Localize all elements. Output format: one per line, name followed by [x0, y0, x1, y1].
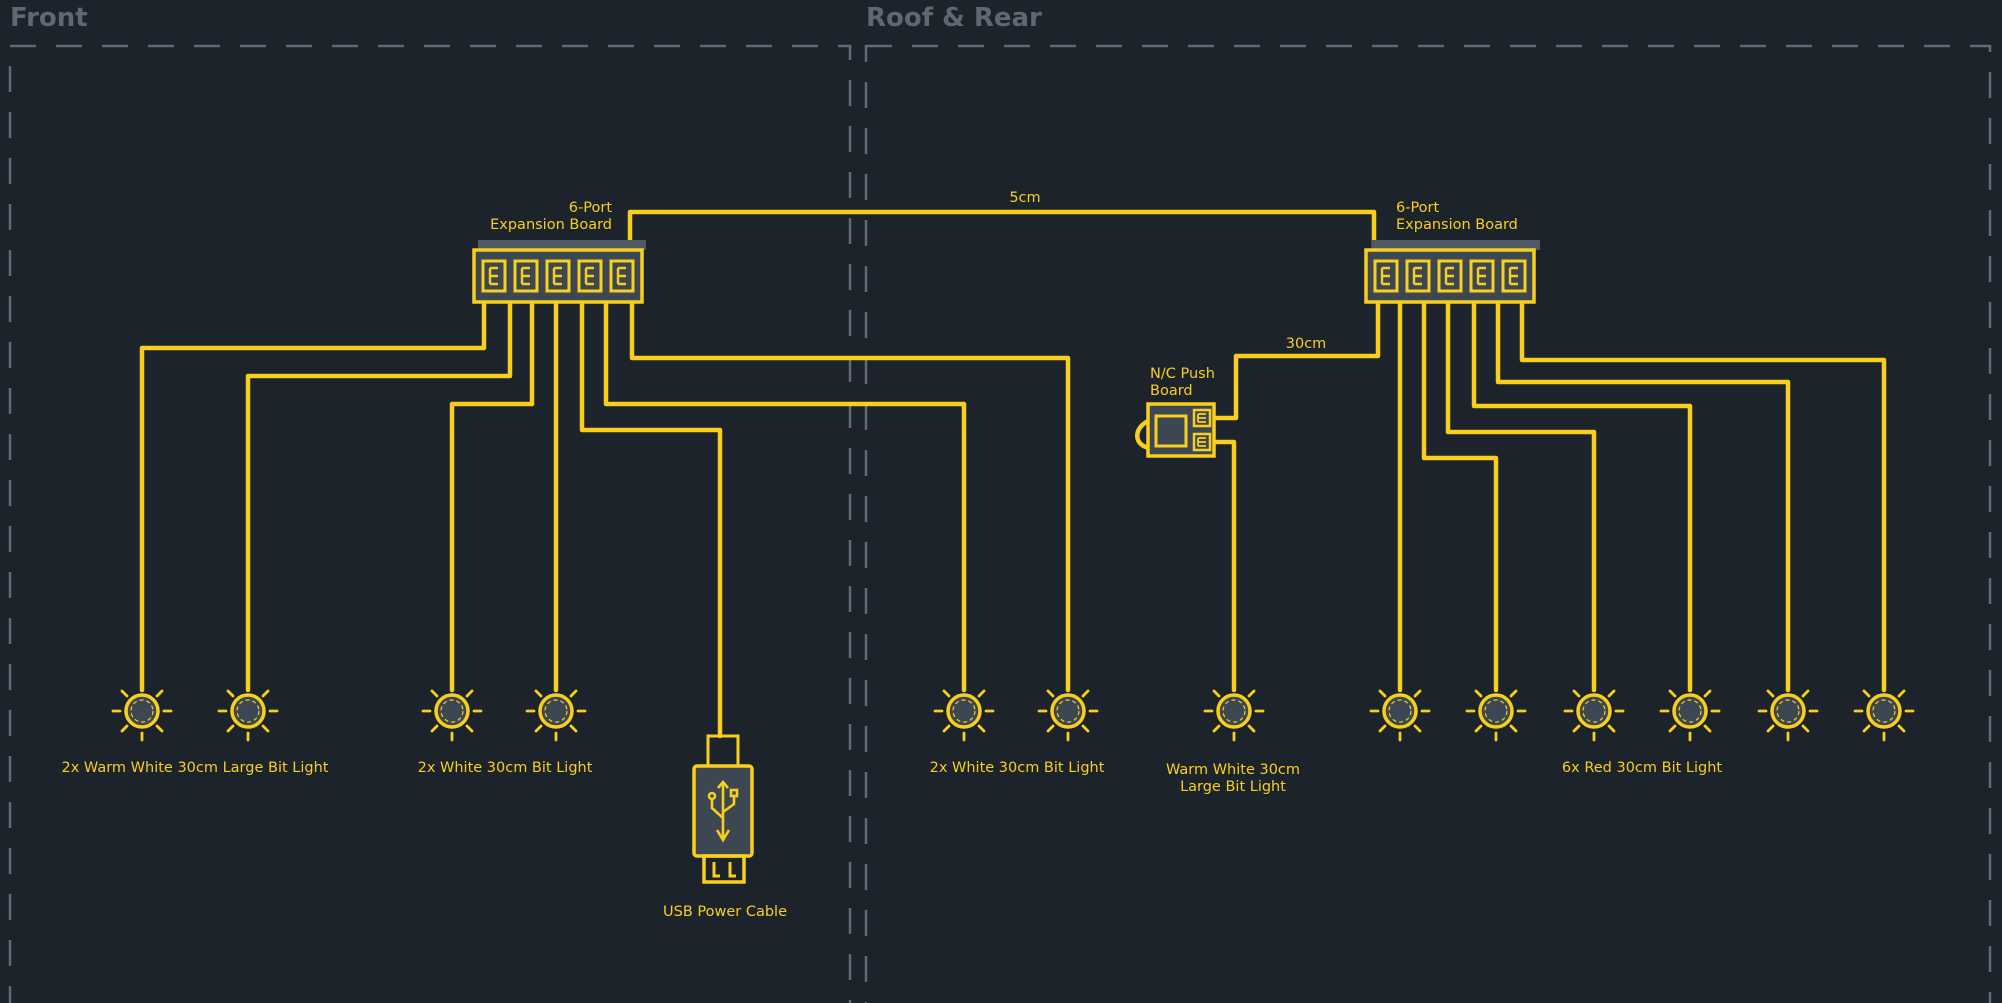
port-icon	[481, 259, 507, 293]
wire-front-white-1	[449, 299, 535, 693]
label-rear-warm-white-line2: Large Bit Light	[1180, 779, 1286, 795]
zone-rear-border	[864, 44, 1992, 1003]
cable-length-top: 5cm	[1009, 190, 1040, 206]
zone-front-border	[8, 44, 852, 1003]
label-rear-white: 2x White 30cm Bit Light	[930, 760, 1105, 776]
port-icon	[1405, 259, 1431, 293]
cable-length-push: 30cm	[1286, 336, 1327, 352]
wire-front-rear-white-2	[629, 299, 1071, 693]
wire-red-2	[1421, 299, 1499, 693]
lights	[111, 680, 1915, 742]
expansion-board-icon	[478, 240, 646, 250]
wire-red-5	[1495, 299, 1791, 693]
label-front-white: 2x White 30cm Bit Light	[418, 760, 593, 776]
front-board-label-line2: Expansion Board	[490, 217, 612, 233]
rear-board-label-line2: Expansion Board	[1396, 217, 1518, 233]
wire-front-warm-1	[139, 299, 487, 693]
port-icon	[577, 259, 603, 293]
usb-power-cable	[692, 734, 754, 884]
label-front-warm-white: 2x Warm White 30cm Large Bit Light	[62, 760, 329, 776]
usb-symbol-icon	[707, 779, 739, 843]
port-icon	[545, 259, 571, 293]
wire-red-4	[1471, 299, 1693, 693]
wire-usb	[579, 299, 723, 739]
wire-red-6	[1519, 299, 1887, 693]
port-icon	[1437, 259, 1463, 293]
label-rear-red: 6x Red 30cm Bit Light	[1562, 760, 1723, 776]
push-button-icon	[1154, 414, 1188, 448]
label-usb-power-cable: USB Power Cable	[663, 904, 787, 920]
wire-front-link	[627, 209, 1377, 251]
rear-expansion-board: 6-Port Expansion Board	[1364, 200, 1540, 304]
port-icon	[1501, 259, 1527, 293]
front-expansion-board: 6-Port Expansion Board	[472, 200, 646, 304]
wire-push-link	[1211, 299, 1381, 421]
port-icon	[513, 259, 539, 293]
port-icon	[1469, 259, 1495, 293]
push-board-label-line2: Board	[1150, 383, 1193, 399]
port-icon	[1373, 259, 1399, 293]
wire-red-3	[1445, 299, 1597, 693]
wire-push-output	[1211, 439, 1237, 693]
zone-front-title: Front	[10, 3, 88, 33]
label-rear-warm-white-line1: Warm White 30cm	[1166, 762, 1300, 778]
wires	[139, 209, 1887, 739]
port-icon	[609, 259, 635, 293]
front-board-label-line1: 6-Port	[569, 200, 613, 216]
push-button-board: N/C Push Board	[1146, 366, 1216, 458]
wire-front-rear-white-1	[603, 299, 967, 693]
push-board-label-line1: N/C Push	[1150, 366, 1215, 382]
expansion-board-icon	[1372, 240, 1540, 250]
zone-rear-title: Roof & Rear	[866, 3, 1042, 33]
wire-front-warm-2	[245, 299, 513, 693]
rear-board-label-line1: 6-Port	[1396, 200, 1440, 216]
